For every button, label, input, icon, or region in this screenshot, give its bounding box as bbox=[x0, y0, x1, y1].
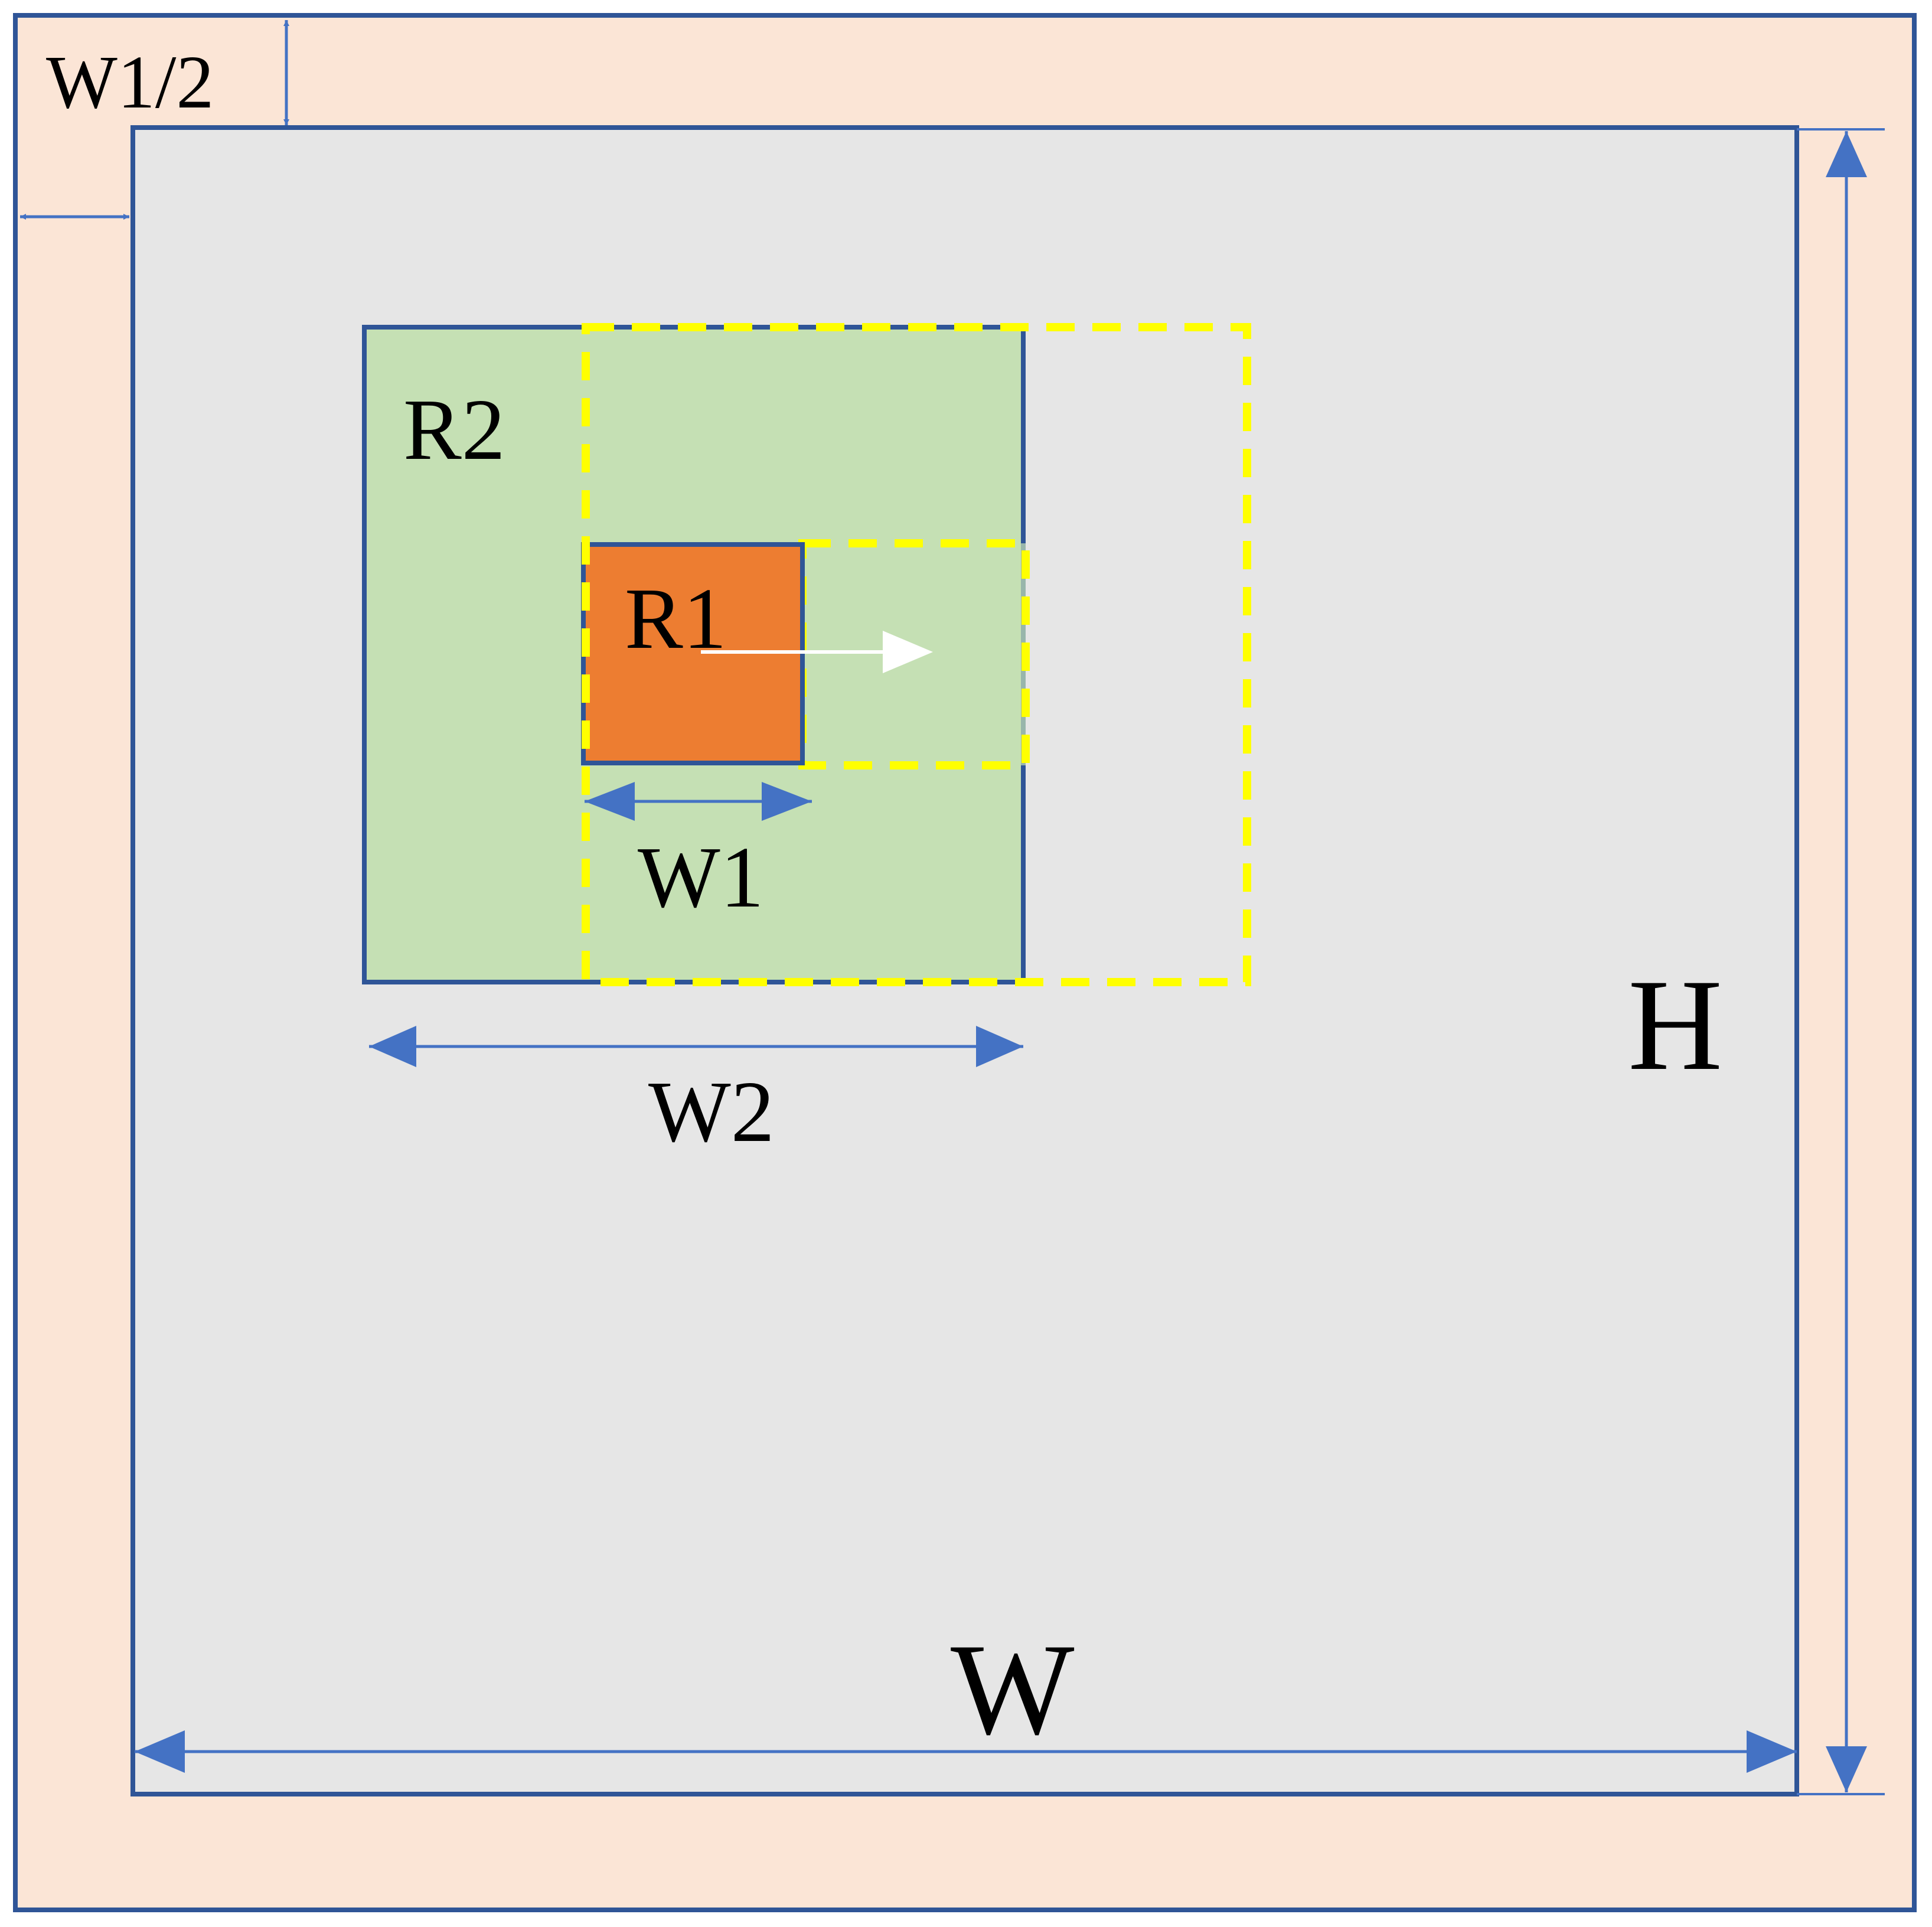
arrow-right-icon bbox=[701, 631, 933, 673]
height-label: H bbox=[1628, 953, 1722, 1098]
w2-arrowhead-left bbox=[369, 1026, 416, 1067]
width-label: W bbox=[951, 1617, 1075, 1762]
w1-label: W1 bbox=[638, 829, 764, 926]
w1-arrowhead-right bbox=[762, 782, 812, 821]
w2-label: W2 bbox=[648, 1064, 775, 1160]
r2-shifted-window bbox=[582, 323, 1251, 986]
w-arrowhead-left bbox=[135, 1730, 185, 1773]
w2-arrowhead-right bbox=[976, 1026, 1023, 1067]
w1-arrowhead-left bbox=[585, 782, 635, 821]
r2-label: R2 bbox=[403, 382, 505, 478]
w-arrowhead-right bbox=[1747, 1730, 1797, 1773]
h-arrowhead-top bbox=[1826, 131, 1867, 177]
double-headed-arrow-icon bbox=[20, 20, 1867, 1792]
h-arrowhead-bottom bbox=[1826, 1746, 1867, 1792]
margin-label: W1/2 bbox=[46, 40, 214, 124]
r1-label: R1 bbox=[625, 570, 727, 667]
